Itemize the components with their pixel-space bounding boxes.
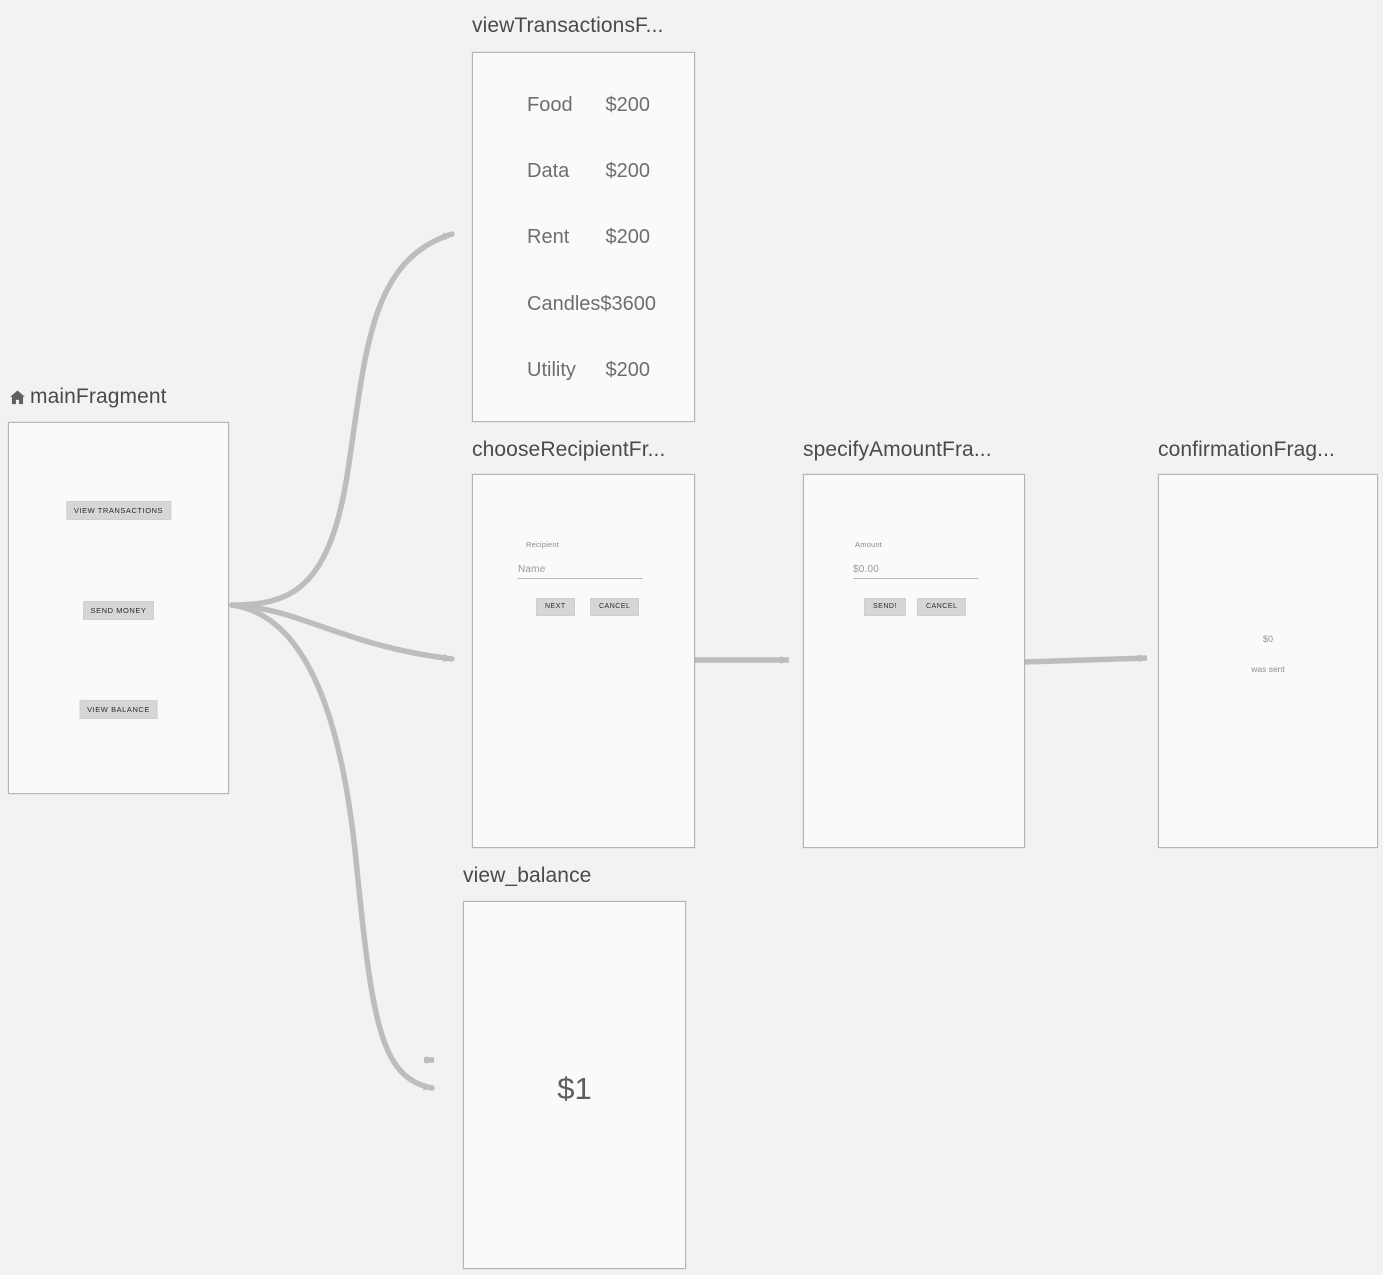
balance-amount: $1 (557, 1071, 592, 1106)
view-balance-title: view_balance (463, 864, 592, 887)
choose-recipient-frame[interactable]: Recipient Name NEXT CANCEL (472, 474, 695, 848)
transaction-category: Data (527, 160, 570, 182)
cancel-button[interactable]: CANCEL (917, 598, 967, 616)
amount-label: Amount (855, 540, 883, 549)
table-row: Rent $200 (493, 224, 674, 250)
transaction-category: Rent (527, 226, 570, 248)
main-fragment-title: mainFragment (30, 385, 167, 408)
home-icon (8, 388, 27, 407)
transaction-amount: $200 (605, 160, 651, 182)
confirmation-subtitle: was sent (1251, 664, 1285, 674)
view-balance-frame[interactable]: $1 (463, 901, 686, 1269)
main-fragment-title-row: mainFragment (8, 385, 167, 409)
confirmation-frame[interactable]: $0 was sent (1158, 474, 1378, 848)
transaction-amount: $3600 (600, 293, 657, 315)
confirmation-amount: $0 (1262, 634, 1273, 644)
view-transactions-button[interactable]: VIEW TRANSACTIONS (65, 501, 172, 520)
recipient-name-input[interactable]: Name (518, 564, 643, 579)
transaction-amount: $200 (605, 226, 651, 248)
action-specify-amount-to-confirmation[interactable] (1023, 654, 1148, 665)
view-transactions-title: viewTransactionsF... (472, 14, 664, 37)
transaction-amount: $200 (605, 94, 651, 116)
main-fragment-frame[interactable]: VIEW TRANSACTIONS SEND MONEY VIEW BALANC… (8, 422, 229, 794)
recipient-label: Recipient (526, 540, 560, 549)
action-main-to-view-balance[interactable] (229, 602, 435, 1091)
transaction-category: Food (527, 94, 573, 116)
specify-amount-frame[interactable]: Amount $0.00 SEND! CANCEL (803, 474, 1025, 848)
action-main-to-choose-recipient[interactable] (229, 602, 455, 662)
table-row: Food $200 (493, 92, 674, 118)
amount-input[interactable]: $0.00 (853, 564, 978, 579)
table-row: Candles $3600 (493, 291, 674, 317)
transaction-category: Utility (527, 359, 576, 381)
transaction-category: Candles (527, 293, 601, 315)
confirmation-title: confirmationFrag... (1158, 438, 1335, 461)
view-balance-button[interactable]: VIEW BALANCE (79, 700, 158, 719)
transaction-amount: $200 (605, 359, 651, 381)
table-row: Data $200 (493, 158, 674, 184)
send-button[interactable]: SEND! (864, 598, 906, 616)
specify-amount-title: specifyAmountFra... (803, 438, 992, 461)
view-transactions-frame[interactable]: Food $200 Data $200 Rent $200 Candles $3… (472, 52, 695, 422)
cancel-button[interactable]: CANCEL (590, 598, 640, 616)
next-button[interactable]: NEXT (536, 598, 575, 616)
send-money-button[interactable]: SEND MONEY (82, 601, 155, 620)
choose-recipient-title: chooseRecipientFr... (472, 438, 666, 461)
action-main-to-view-transactions[interactable] (229, 231, 455, 608)
table-row: Utility $200 (493, 357, 674, 383)
